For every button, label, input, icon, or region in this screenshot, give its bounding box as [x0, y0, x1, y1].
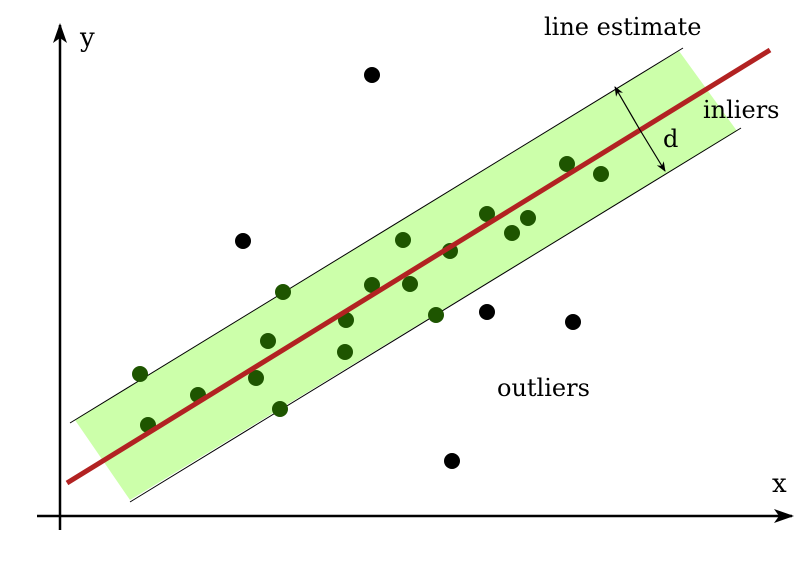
inlier-point [364, 277, 380, 293]
y-axis-label: y [79, 23, 95, 53]
inliers-label: inliers [703, 96, 779, 124]
line-estimate [65, 47, 772, 486]
inlier-point [479, 206, 495, 222]
inlier-point [337, 344, 353, 360]
inlier-point [520, 210, 536, 226]
line-estimate-label: line estimate [544, 13, 701, 41]
inlier-point [260, 333, 276, 349]
outliers-label: outliers [497, 374, 590, 402]
inlier-point [559, 156, 575, 172]
x-axis-label: x [772, 469, 787, 499]
outlier-point [364, 67, 380, 83]
outlier-point [479, 304, 495, 320]
inlier-point [593, 166, 609, 182]
inlier-point [504, 225, 520, 241]
inlier-point [428, 307, 444, 323]
d-distance-arrow [614, 86, 641, 131]
inlier-point [248, 370, 264, 386]
outlier-point [565, 314, 581, 330]
outlier-point [444, 453, 460, 469]
band-upper-edge [69, 47, 684, 424]
inlier-point [395, 232, 411, 248]
inlier-point [132, 366, 148, 382]
d-label: d [663, 125, 678, 153]
inlier-point [275, 284, 291, 300]
outlier-point [235, 233, 251, 249]
data-points [132, 67, 609, 469]
d-distance-arrow-lower [639, 129, 666, 172]
inlier-point [402, 276, 418, 292]
inlier-point [272, 401, 288, 417]
